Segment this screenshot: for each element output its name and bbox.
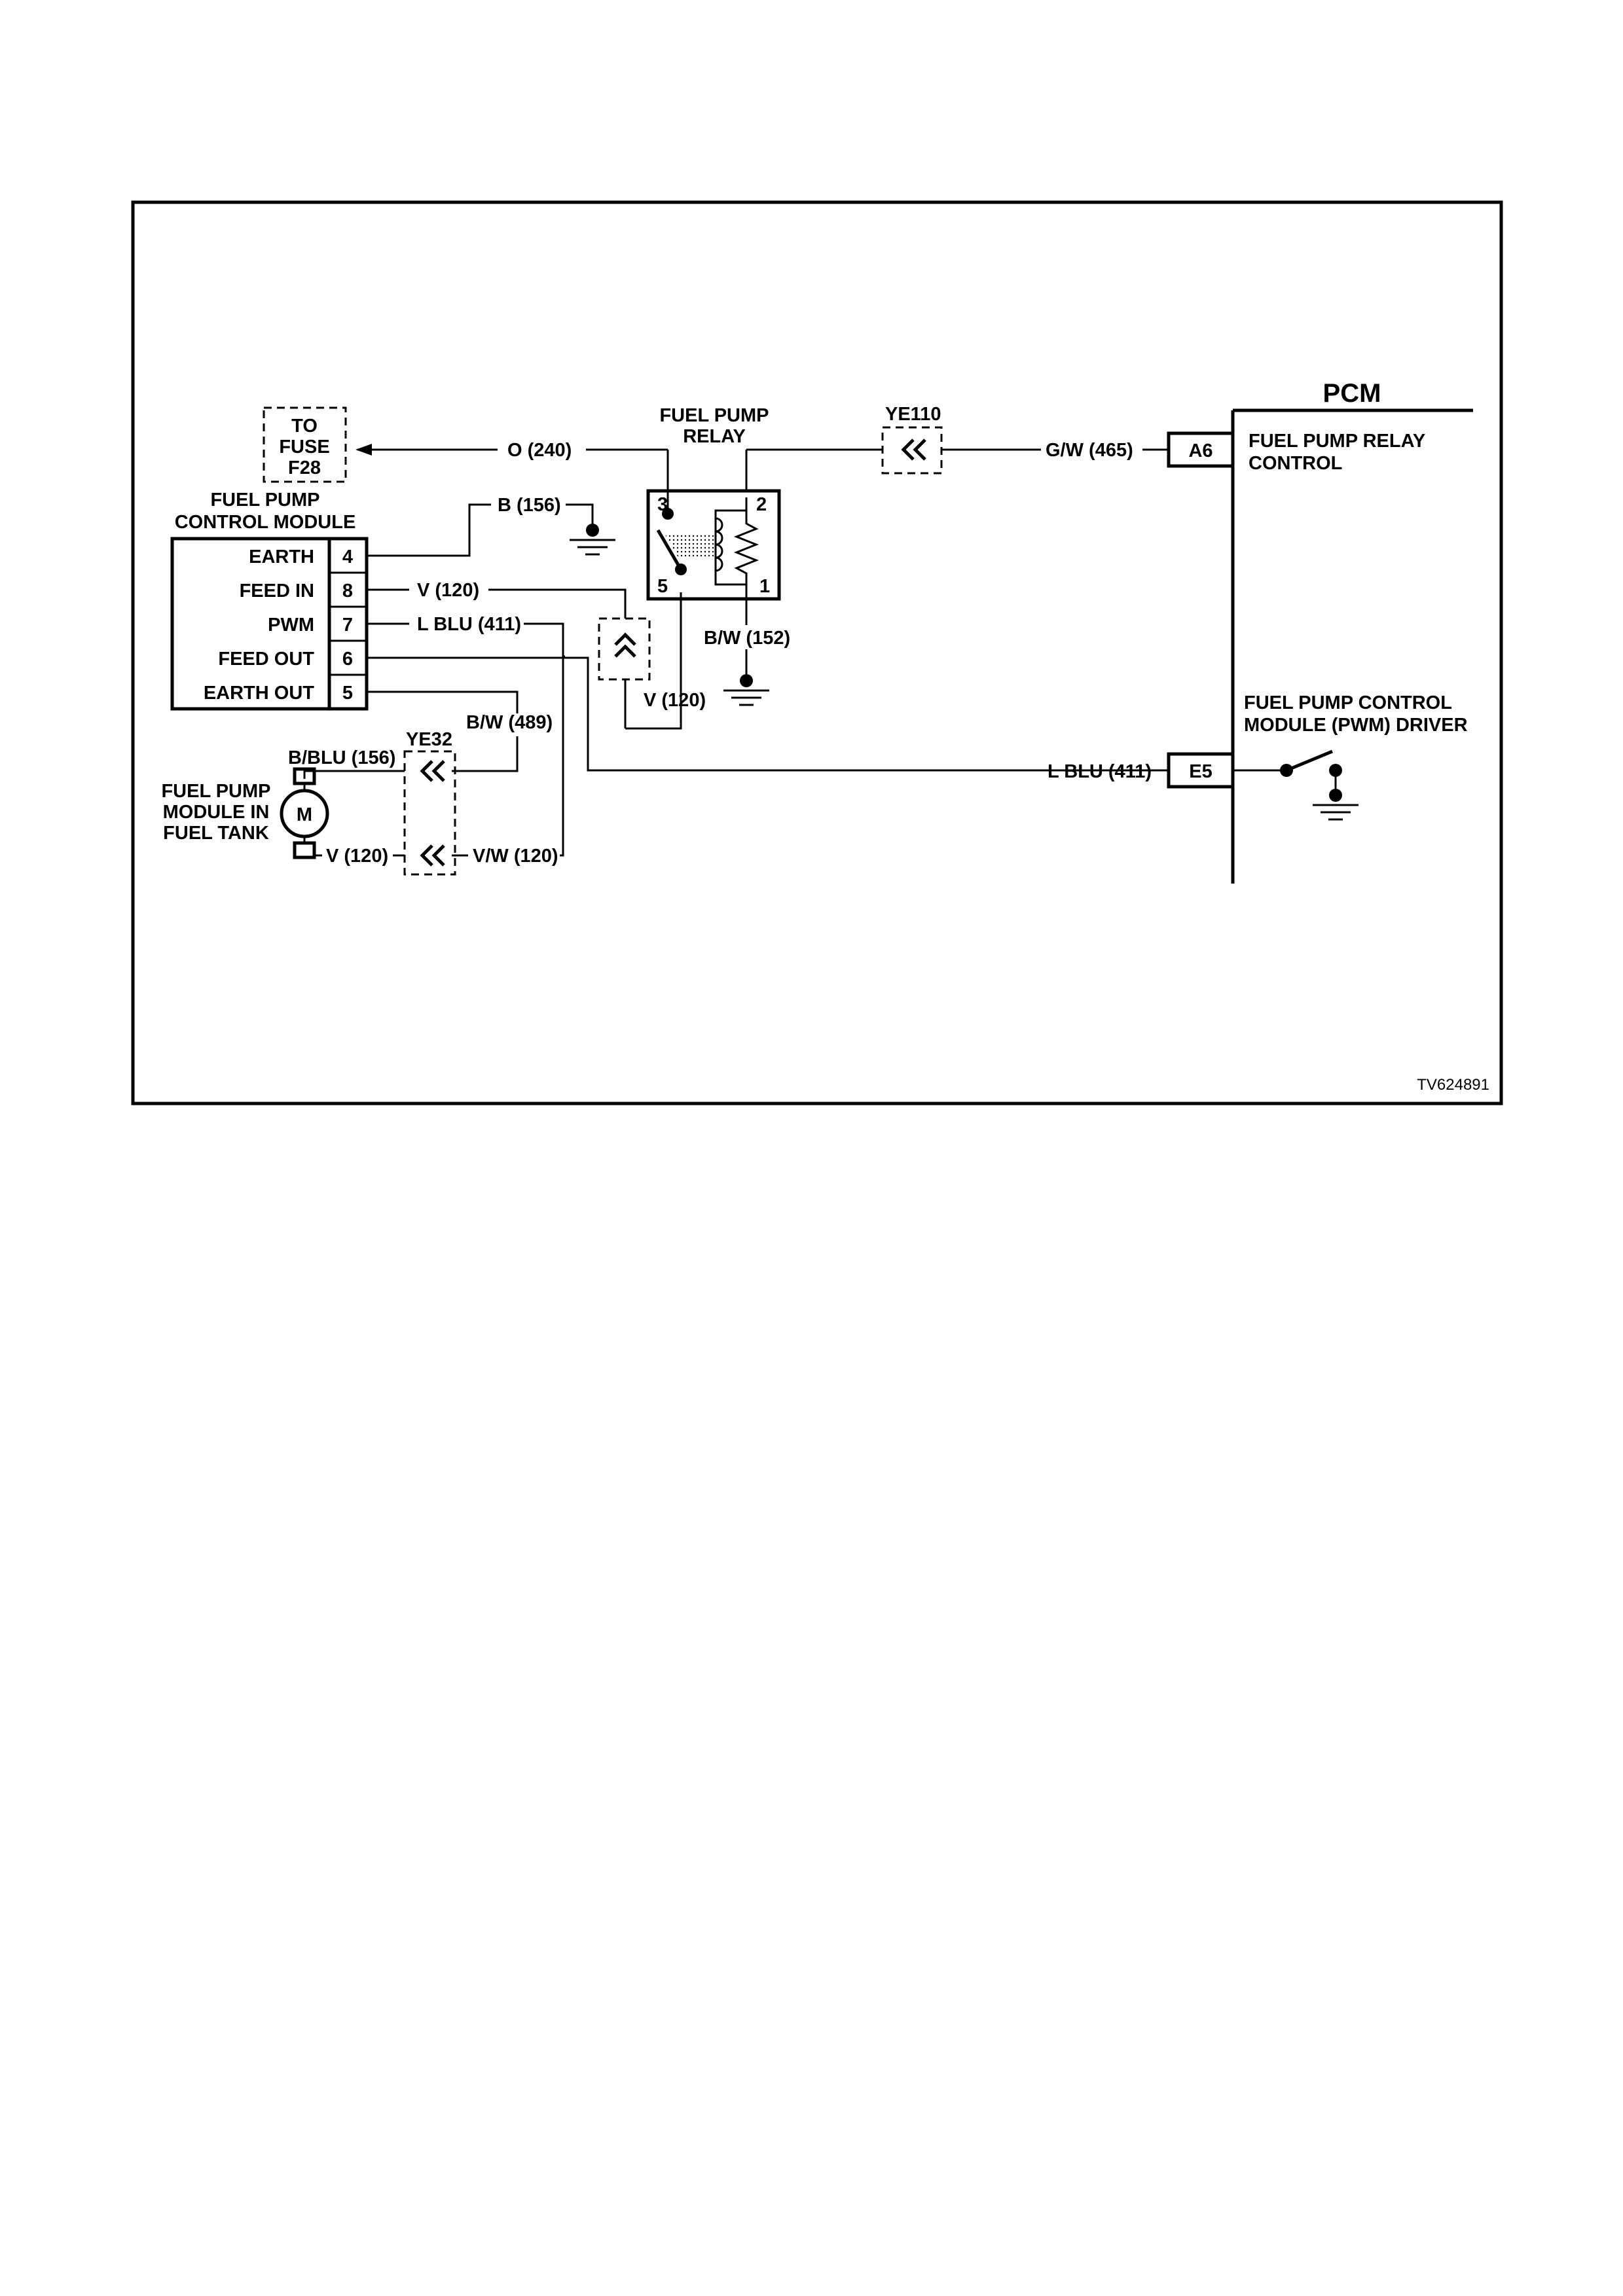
fuse-arrow-icon: [356, 444, 372, 456]
wire-bblu156-to-pump: [303, 770, 393, 779]
fpcm-pin-label-earth: EARTH: [249, 547, 314, 567]
reference-code: TV624891: [1417, 1076, 1489, 1094]
fpcm-title-2: CONTROL MODULE: [175, 512, 356, 533]
fpcm-pin-num-8: 8: [342, 581, 353, 601]
fuse-f28-box: [263, 406, 347, 483]
wire-label-bblu156: B/BLU (156): [288, 747, 395, 768]
wire-label-bw489: B/W (489): [466, 712, 553, 733]
diagram-frame: [131, 200, 1503, 1105]
fpcm-pin-num-5: 5: [342, 683, 353, 704]
pcm-title: PCM: [1323, 379, 1381, 408]
wire-bw489-to-ye32: [452, 736, 519, 772]
relay-box: [646, 489, 781, 601]
fpcm-title-1: FUEL PUMP: [210, 490, 319, 511]
wire-label-bw152: B/W (152): [704, 628, 790, 649]
pcm-driver-switch-icon: [1233, 749, 1359, 821]
relay-coil-icon: [714, 497, 759, 599]
relay-pin-5: 5: [657, 576, 668, 597]
pcm-driver-label-1: FUEL PUMP CONTROL: [1244, 692, 1452, 713]
wire-label-lblu411-right: L BLU (411): [1048, 761, 1152, 782]
ye32-chevron-icon-bottom: [420, 844, 445, 867]
wire-label-o240: O (240): [507, 440, 572, 461]
wire-label-b156: B (156): [498, 495, 561, 516]
wire-feed-out: [367, 656, 1169, 772]
fuse-label-to: TO: [291, 416, 318, 437]
wire-label-v120-pump: V (120): [326, 846, 388, 867]
relay-title-1: FUEL PUMP: [659, 405, 769, 426]
ye32-chevron-icon-top: [420, 760, 445, 782]
pcm-pin-a6: A6: [1188, 440, 1213, 461]
pump-label-1: FUEL PUMP: [161, 781, 270, 802]
wire-label-v120-top: V (120): [417, 580, 479, 601]
fpcm-pin-label-earth-out: EARTH OUT: [204, 683, 314, 704]
relay-title-2: RELAY: [683, 426, 746, 447]
pcm-driver-label-2: MODULE (PWM) DRIVER: [1244, 715, 1468, 736]
wire-b156-fpcm: [367, 503, 491, 557]
fuel-pump-motor-icon: [280, 767, 329, 859]
connector-up-arrow-icon: [614, 632, 636, 658]
fpcm-pin-num-6: 6: [342, 649, 353, 670]
ground-icon-earth: [570, 524, 615, 556]
relay-switch-icon: [656, 508, 716, 575]
wire-b156-ground: [566, 503, 594, 530]
wire-v120-to-relay-5: [638, 592, 682, 730]
pcm-pin-a6-box: [1167, 431, 1235, 468]
fpcm-pin-num-4: 4: [342, 547, 353, 567]
ye32-connector-box: [403, 750, 456, 876]
ye110-chevron-icon: [901, 439, 926, 461]
wire-label-v120-bottom: V (120): [644, 690, 706, 711]
wire-vw120: [560, 656, 564, 857]
ye110-label: YE110: [885, 404, 941, 425]
pump-label-3: FUEL TANK: [163, 823, 269, 844]
ye110-connector-box: [881, 426, 943, 475]
pump-label-2: MODULE IN: [163, 802, 270, 823]
fuse-label-fuse: FUSE: [279, 437, 329, 457]
wire-lblu411-b: [524, 622, 565, 658]
wire-label-vw120: V/W (120): [473, 846, 558, 867]
fuse-label-f28: F28: [288, 457, 321, 478]
ground-icon-relay: [723, 674, 769, 706]
relay-pin-1: 1: [759, 576, 770, 597]
motor-symbol: M: [297, 804, 312, 825]
fpcm-pin-num-7: 7: [342, 615, 353, 636]
fpcm-pin-label-pwm: PWM: [268, 615, 314, 636]
wire-v120-feed-in-b: [488, 588, 627, 619]
pcm-relay-control-label-2: CONTROL: [1249, 453, 1342, 474]
pcm-relay-control-label-1: FUEL PUMP RELAY: [1249, 431, 1425, 452]
fpcm-pin-label-feed-in: FEED IN: [240, 581, 314, 601]
pcm-pin-e5: E5: [1189, 761, 1212, 782]
ye32-label: YE32: [406, 729, 452, 750]
wire-label-lblu411-left: L BLU (411): [417, 614, 521, 635]
relay-pin-2: 2: [756, 494, 767, 515]
fpcm-pin-label-feed-out: FEED OUT: [218, 649, 314, 670]
wire-label-gw465: G/W (465): [1046, 440, 1133, 461]
wire-bw489: [367, 691, 519, 713]
